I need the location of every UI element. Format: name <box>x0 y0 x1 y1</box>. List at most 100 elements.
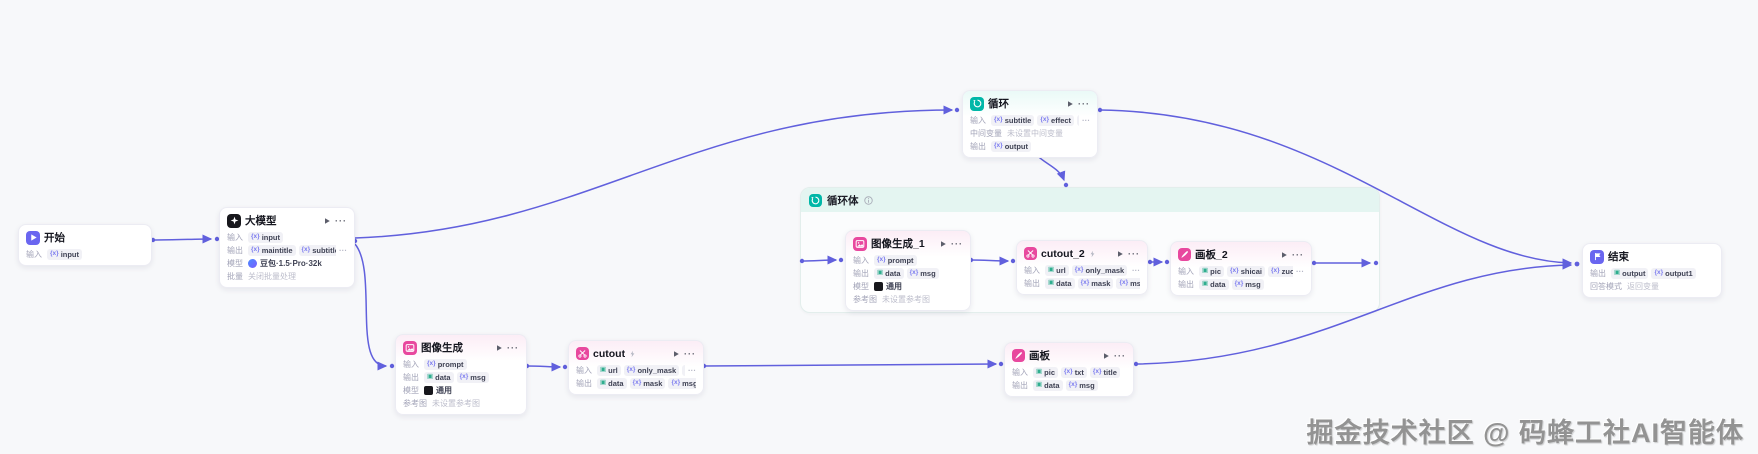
string-type-icon <box>994 117 1003 124</box>
run-icon[interactable] <box>1116 250 1124 258</box>
run-icon[interactable] <box>323 217 331 225</box>
string-type-icon <box>1081 280 1090 287</box>
run-icon[interactable] <box>1102 352 1110 360</box>
string-type-icon <box>910 270 919 277</box>
node-title: 画板 <box>1029 350 1050 362</box>
image-type-icon <box>1036 382 1042 389</box>
node-row: 输出 output <box>970 140 1090 152</box>
node-row: 输入 subtitle effect ingredie… ··· <box>970 114 1090 126</box>
node-row: 输出 data mask msg <box>576 377 696 389</box>
image-type-icon <box>600 367 606 374</box>
var-tag: only_mask <box>1071 264 1128 276</box>
var-tag: data <box>1045 277 1075 289</box>
node-row: 模型 通用 <box>853 280 963 292</box>
loop-node[interactable]: 循环 ··· 输入 subtitle effect ingredie… ··· … <box>962 90 1098 158</box>
var-tag: pic <box>1033 366 1058 378</box>
row-label: 输出 <box>1024 278 1040 288</box>
run-icon[interactable] <box>1280 251 1288 259</box>
model-icon <box>874 281 883 291</box>
var-tag: data <box>1199 278 1229 290</box>
run-icon[interactable] <box>1066 100 1074 108</box>
row-label: 输入 <box>26 249 42 259</box>
cutout-node[interactable]: cutout ··· 输入 url only_mask output_mas… … <box>568 340 704 395</box>
row-label: 模型 <box>227 258 243 268</box>
node-title: 循环 <box>988 98 1009 110</box>
run-icon[interactable] <box>672 350 680 358</box>
string-type-icon <box>994 143 1003 150</box>
row-label: 输入 <box>1024 265 1040 275</box>
row-label: 输出 <box>227 245 243 255</box>
string-type-icon <box>1230 268 1239 275</box>
loop-body-icon <box>809 193 822 207</box>
image-gen-icon <box>403 340 417 355</box>
string-type-icon <box>1064 369 1073 376</box>
more-icon[interactable]: ··· <box>335 215 347 226</box>
node-row: 中间变量 未设置中间变量 <box>970 127 1090 139</box>
more-icon[interactable]: ··· <box>1128 248 1140 259</box>
image-type-icon <box>877 270 883 277</box>
var-tag: output_mas… <box>682 364 685 376</box>
row-label: 批量 <box>227 271 243 281</box>
var-tag: zuofa <box>1267 265 1293 277</box>
more-icon[interactable]: ··· <box>951 238 963 249</box>
more-icon[interactable]: ··· <box>507 342 519 353</box>
image-gen-node[interactable]: 图像生成 ··· 输入 prompt 输出 data msg 模型 通用 参考图… <box>395 334 527 415</box>
more-icon[interactable]: ··· <box>1078 98 1090 109</box>
more-icon[interactable]: ··· <box>1114 350 1126 361</box>
overflow-indicator[interactable]: ··· <box>1082 115 1090 125</box>
row-label: 输入 <box>1178 266 1194 276</box>
edge-imggen-cutout <box>526 362 562 372</box>
board-node[interactable]: 画板 ··· 输入 pic txt title 输出 data msg <box>1004 342 1134 397</box>
info-icon[interactable] <box>863 195 873 205</box>
node-row: 回答模式 返回变量 <box>1590 280 1714 292</box>
string-type-icon <box>1093 369 1102 376</box>
board-2-node[interactable]: 画板_2 ··· 输入 pic shicai zuofa gongx… ··· … <box>1170 241 1312 296</box>
var-tag: output1 <box>1651 267 1696 279</box>
node-row: 模型 通用 <box>403 384 519 396</box>
edge-llm-imggen <box>354 243 388 371</box>
llm-node[interactable]: 大模型 ··· 输入 input 输出 maintitle subtitle e… <box>219 207 355 288</box>
row-label: 参考图 <box>403 398 427 408</box>
var-tag: only_mask <box>623 364 680 376</box>
var-tag: msg <box>668 377 696 389</box>
node-title: cutout_2 <box>1041 247 1085 260</box>
image-type-icon <box>1048 267 1054 274</box>
cutout-2-node[interactable]: cutout_2 ··· 输入 url only_mask output_mas… <box>1016 240 1148 295</box>
var-tag: data <box>597 377 627 389</box>
overflow-indicator[interactable]: ··· <box>1132 265 1140 275</box>
cutout-icon <box>1024 247 1037 260</box>
overflow-indicator[interactable]: ··· <box>339 245 347 255</box>
overflow-indicator[interactable]: ··· <box>688 365 696 375</box>
cutout-icon <box>576 347 589 360</box>
row-label: 输入 <box>576 365 592 375</box>
more-icon[interactable]: ··· <box>684 348 696 359</box>
row-label: 输出 <box>1590 268 1606 278</box>
string-type-icon <box>1119 280 1128 287</box>
run-icon[interactable] <box>495 344 503 352</box>
run-icon[interactable] <box>939 240 947 248</box>
image-gen-1-node[interactable]: 图像生成_1 ··· 输入 prompt 输出 data msg 模型 通用 参… <box>845 230 971 311</box>
string-type-icon <box>1235 281 1244 288</box>
start-node[interactable]: 开始 输入 input <box>18 224 152 266</box>
var-tag: input <box>248 231 284 243</box>
end-node[interactable]: 结束 输出 output output1 回答模式 返回变量 <box>1582 243 1722 298</box>
row-label: 输入 <box>1012 367 1028 377</box>
node-row: 输出 data msg <box>1012 379 1126 391</box>
loop-body-header: 循环体 <box>801 188 1379 212</box>
var-tag: msg <box>906 267 939 279</box>
overflow-indicator[interactable]: ··· <box>1296 266 1304 276</box>
node-row: 输入 input <box>227 231 347 243</box>
var-tag: msg <box>1065 379 1098 391</box>
node-title: 结束 <box>1608 251 1629 263</box>
var-tag: msg <box>456 371 489 383</box>
node-row: 输入 url only_mask output_mas… ··· <box>1024 264 1140 276</box>
model-name: 通用 <box>436 385 452 395</box>
more-icon[interactable]: ··· <box>1292 249 1304 260</box>
node-title: cutout <box>593 347 626 360</box>
string-type-icon <box>1040 117 1049 124</box>
var-tag: data <box>874 267 904 279</box>
row-label: 输出 <box>1178 279 1194 289</box>
string-type-icon <box>302 247 311 254</box>
node-row: 参考图 未设置参考图 <box>403 397 519 409</box>
